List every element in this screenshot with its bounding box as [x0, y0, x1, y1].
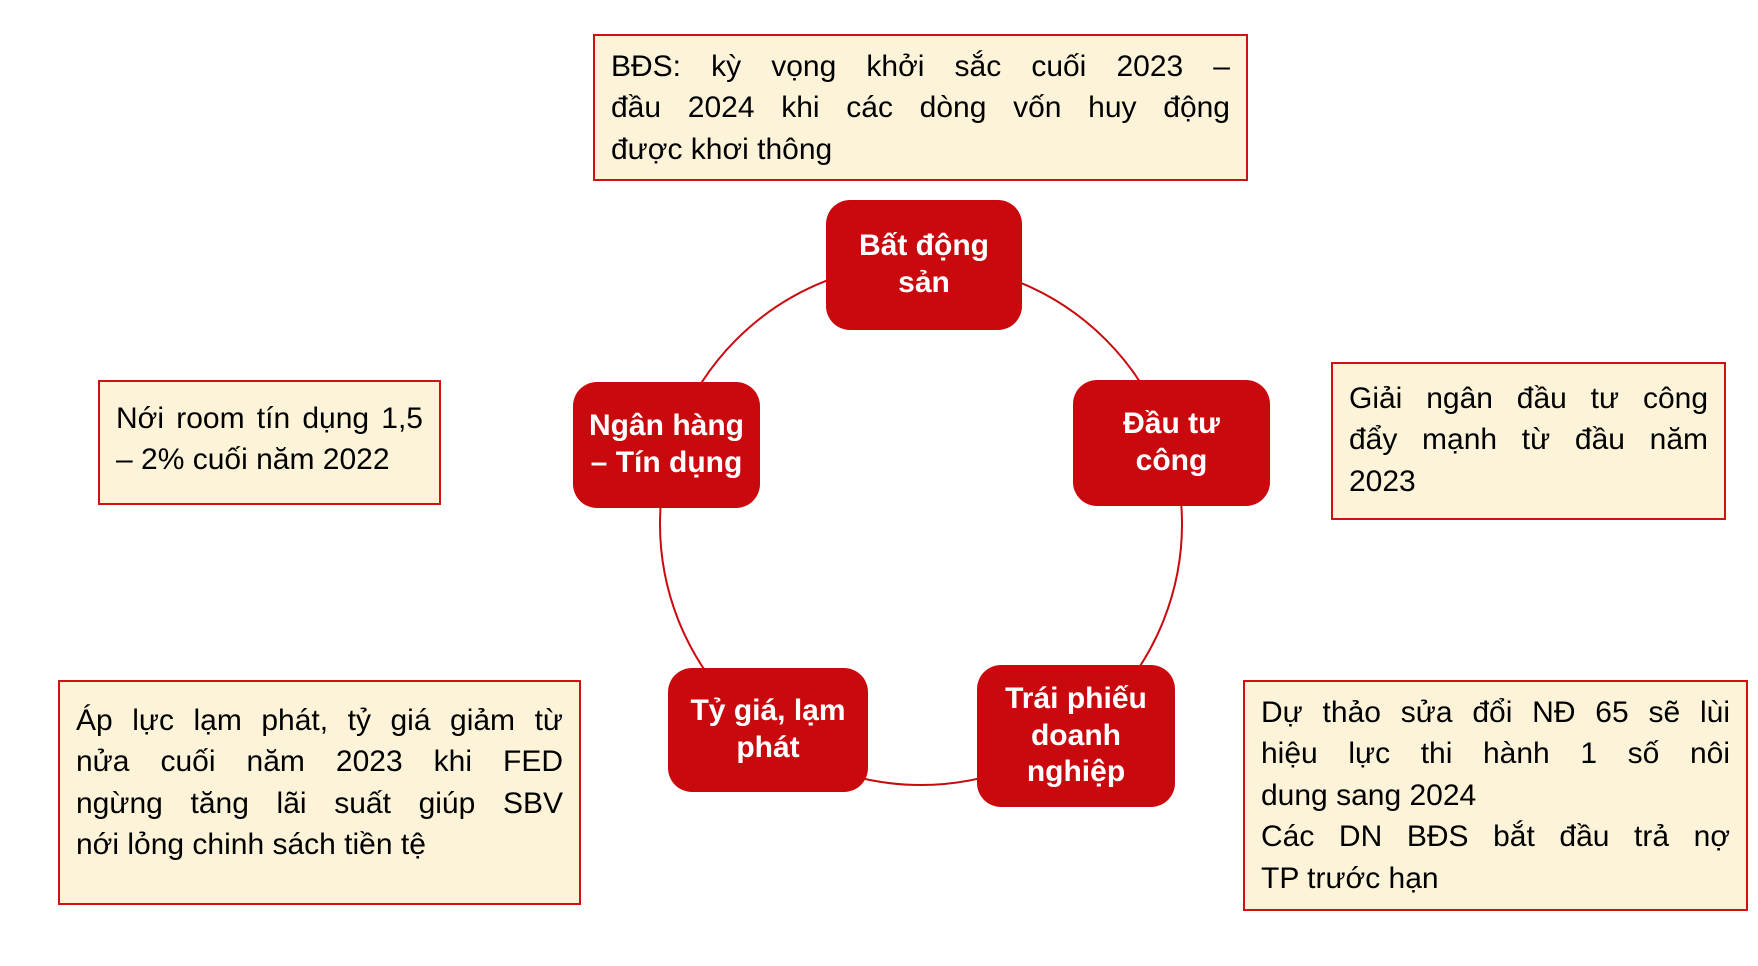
- node-fx-inflation: Tỷ giá, lạm phát: [668, 668, 868, 792]
- node-corporate-bonds-label: Trái phiếu doanh nghiệp: [1005, 682, 1147, 789]
- text-line: đầu 2024 khi các dòng vốn huy động: [611, 91, 1230, 125]
- text-line: nửa cuối năm 2023 khi FED: [76, 745, 563, 779]
- callout-real-estate: BĐS: kỳ vọng khởi sắc cuối 2023 – đầu 202…: [593, 34, 1248, 181]
- node-banking-credit-label: Ngân hàng – Tín dụng: [589, 409, 744, 479]
- text-line: 2023: [1349, 464, 1416, 498]
- text-line: hiệu lực thi hành 1 số nôi: [1261, 737, 1730, 771]
- text-line: được khơi thông: [611, 132, 833, 166]
- node-corporate-bonds: Trái phiếu doanh nghiệp: [977, 665, 1175, 807]
- text-line: TP trước hạn: [1261, 861, 1439, 895]
- node-banking-credit: Ngân hàng – Tín dụng: [573, 382, 760, 508]
- callout-inflation-fx: Áp lực lạm phát, tỷ giá giảm từ nửa cuối …: [58, 680, 581, 905]
- node-real-estate: Bất động sản: [826, 200, 1022, 330]
- text-line: Giải ngân đầu tư công: [1349, 382, 1708, 415]
- node-public-investment: Đầu tư công: [1073, 380, 1270, 506]
- callout-public-investment: Giải ngân đầu tư công đẩy mạnh từ đầu năm…: [1331, 362, 1726, 520]
- text-line: BĐS: kỳ vọng khởi sắc cuối 2023 –: [611, 50, 1230, 83]
- callout-credit-room: Nới room tín dụng 1,5 – 2% cuối năm 2022: [98, 380, 441, 505]
- text-line: Áp lực lạm phát, tỷ giá giảm từ: [76, 704, 563, 737]
- node-real-estate-label: Bất động sản: [859, 229, 989, 299]
- callout-corporate-bonds: Dự thảo sửa đổi NĐ 65 sẽ lùi hiệu lực thi…: [1243, 680, 1748, 911]
- text-line: Các DN BĐS bắt đầu trả nợ: [1261, 820, 1730, 854]
- text-line: – 2% cuối năm 2022: [116, 443, 390, 477]
- node-fx-inflation-label: Tỷ giá, lạm phát: [690, 694, 846, 764]
- text-line: đẩy mạnh từ đầu năm: [1349, 423, 1708, 457]
- text-line: Nới room tín dụng 1,5: [116, 402, 423, 435]
- text-line: Dự thảo sửa đổi NĐ 65 sẽ lùi: [1261, 696, 1730, 729]
- text-line: dung sang 2024: [1261, 778, 1477, 812]
- text-line: nới lỏng chinh sách tiền tệ: [76, 828, 426, 862]
- node-public-investment-label: Đầu tư công: [1123, 407, 1220, 477]
- text-line: ngừng tăng lãi suất giúp SBV: [76, 786, 563, 820]
